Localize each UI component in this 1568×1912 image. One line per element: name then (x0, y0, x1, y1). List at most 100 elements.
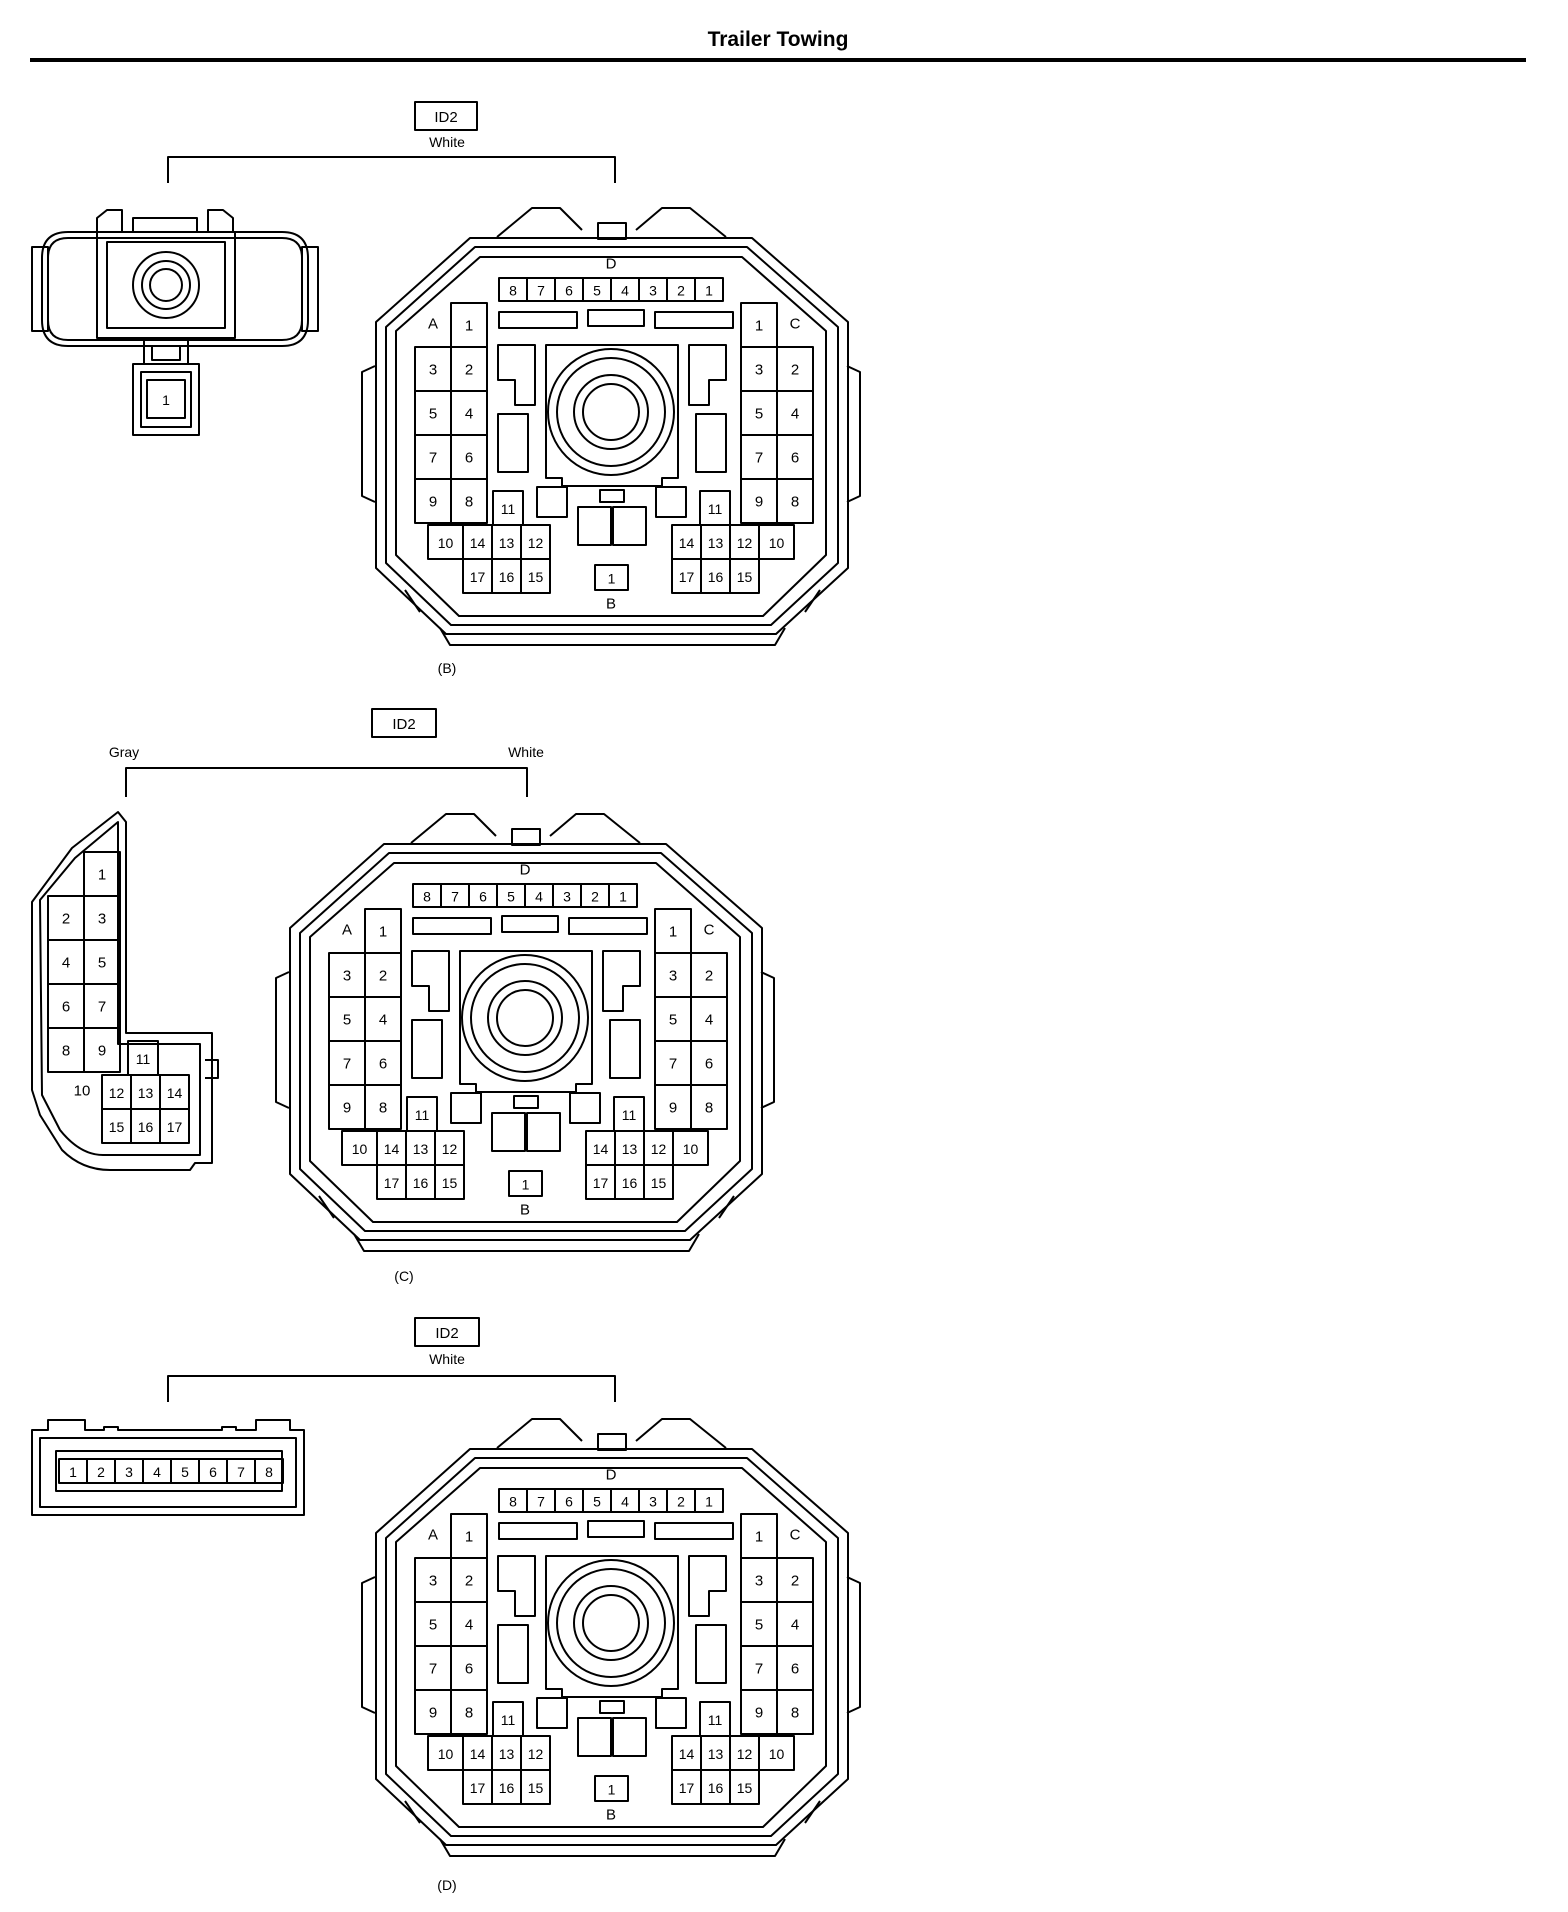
center-tab (513, 1095, 539, 1109)
pin-number: 8 (379, 1100, 387, 1117)
pin-number: 14 (593, 1141, 609, 1157)
pin-cell (643, 1164, 674, 1200)
pin-number: 13 (499, 1746, 515, 1762)
pin-number: 5 (343, 1012, 351, 1029)
pin-number: 1 (669, 924, 677, 941)
pin-number: 16 (138, 1119, 154, 1135)
section-letter: B (606, 1807, 616, 1824)
latch-cavity (497, 1555, 536, 1617)
pin-number: 4 (621, 1494, 629, 1510)
pin-cell (608, 883, 638, 908)
pin-number: 6 (791, 1661, 799, 1678)
pin-number: 13 (499, 535, 515, 551)
section-letter: C (704, 922, 715, 939)
pin-number: 15 (737, 569, 753, 585)
section-letter: A (342, 922, 352, 939)
side-clip (760, 971, 775, 1109)
pin-cell (594, 1775, 629, 1802)
pin-number: 11 (415, 1107, 430, 1123)
pin-number: 13 (413, 1141, 429, 1157)
pin-number: 3 (755, 362, 763, 379)
square-slot (491, 1112, 526, 1152)
pin-number: 3 (429, 362, 437, 379)
pin-number: 9 (429, 494, 437, 511)
housing-lip (439, 627, 786, 646)
housing-outer-inner (385, 1457, 839, 1837)
pin-number: 9 (98, 1043, 106, 1060)
square-slot (612, 506, 647, 546)
pin-number: 1 (379, 924, 387, 941)
square-slot (577, 506, 612, 546)
pin-number: 1 (608, 1782, 616, 1798)
pin-number: 3 (649, 283, 657, 299)
slot-bar (587, 1520, 645, 1538)
square-slot (450, 1092, 482, 1124)
pin-cell (146, 379, 186, 419)
pin-number: 5 (181, 1464, 189, 1480)
pin-number: 15 (528, 569, 544, 585)
pin-number: 3 (669, 968, 677, 985)
housing-outer-inner (385, 246, 839, 626)
pin-number: 4 (465, 406, 473, 423)
face-frame (106, 241, 226, 329)
lock-ring (547, 1559, 675, 1687)
pin-number: 3 (125, 1464, 133, 1480)
pin-number: 9 (669, 1100, 677, 1117)
lock-housing (459, 950, 593, 1093)
cavity (411, 1019, 443, 1079)
pin-number: 4 (62, 955, 70, 972)
pin-number: 2 (791, 1573, 799, 1590)
pin-number: 8 (423, 889, 431, 905)
mating-connector-b: 1 (31, 209, 319, 436)
pin-number: 1 (755, 318, 763, 335)
view-caption: (B) (438, 660, 457, 676)
pin-number: 2 (705, 968, 713, 985)
stem (151, 345, 181, 361)
pin-cell (450, 1689, 488, 1735)
latch-cavity (602, 950, 641, 1012)
housing-tab (549, 813, 641, 844)
pin-number: 10 (352, 1141, 368, 1157)
pin-number: 7 (451, 889, 459, 905)
pin-cell (159, 1108, 190, 1144)
pin-number: 7 (537, 283, 545, 299)
lock-ring (496, 989, 554, 1047)
pin-number: 16 (499, 569, 515, 585)
pin-number: 4 (705, 1012, 713, 1029)
pin-number: 6 (465, 1661, 473, 1678)
pin-number: 15 (651, 1175, 667, 1191)
pin-number: 6 (379, 1056, 387, 1073)
side-clip (301, 246, 319, 332)
lock-housing (545, 344, 679, 487)
pin-number: 8 (465, 1705, 473, 1722)
pin-number: 16 (708, 1780, 724, 1796)
pin-number: 1 (522, 1177, 530, 1193)
latch (597, 1433, 627, 1451)
pin-number: 10 (438, 1746, 454, 1762)
pin-number: 1 (705, 283, 713, 299)
pin-frame (55, 1450, 283, 1492)
pin-number: 5 (755, 1617, 763, 1634)
square-slot (655, 1697, 687, 1729)
square-slot (612, 1717, 647, 1757)
pin-number: 5 (669, 1012, 677, 1029)
pin-number: 4 (535, 889, 543, 905)
slot-bar (498, 311, 578, 329)
pin-number: 17 (470, 1780, 486, 1796)
pin-cell (364, 1084, 402, 1130)
lock-ring (573, 374, 649, 450)
pin-number: 9 (755, 1705, 763, 1722)
body-inner (39, 1437, 297, 1508)
slot-bar (501, 915, 559, 933)
section-letter: C (790, 316, 801, 333)
housing-inner (309, 862, 741, 1223)
pin-number: 3 (343, 968, 351, 985)
housing-tab (635, 1418, 727, 1449)
pin-number: 14 (167, 1085, 183, 1101)
pin-number: 9 (755, 494, 763, 511)
pin-cell (83, 1027, 121, 1073)
pin-number: 7 (537, 1494, 545, 1510)
view-caption: (C) (394, 1268, 413, 1284)
pin-number: 4 (791, 406, 799, 423)
